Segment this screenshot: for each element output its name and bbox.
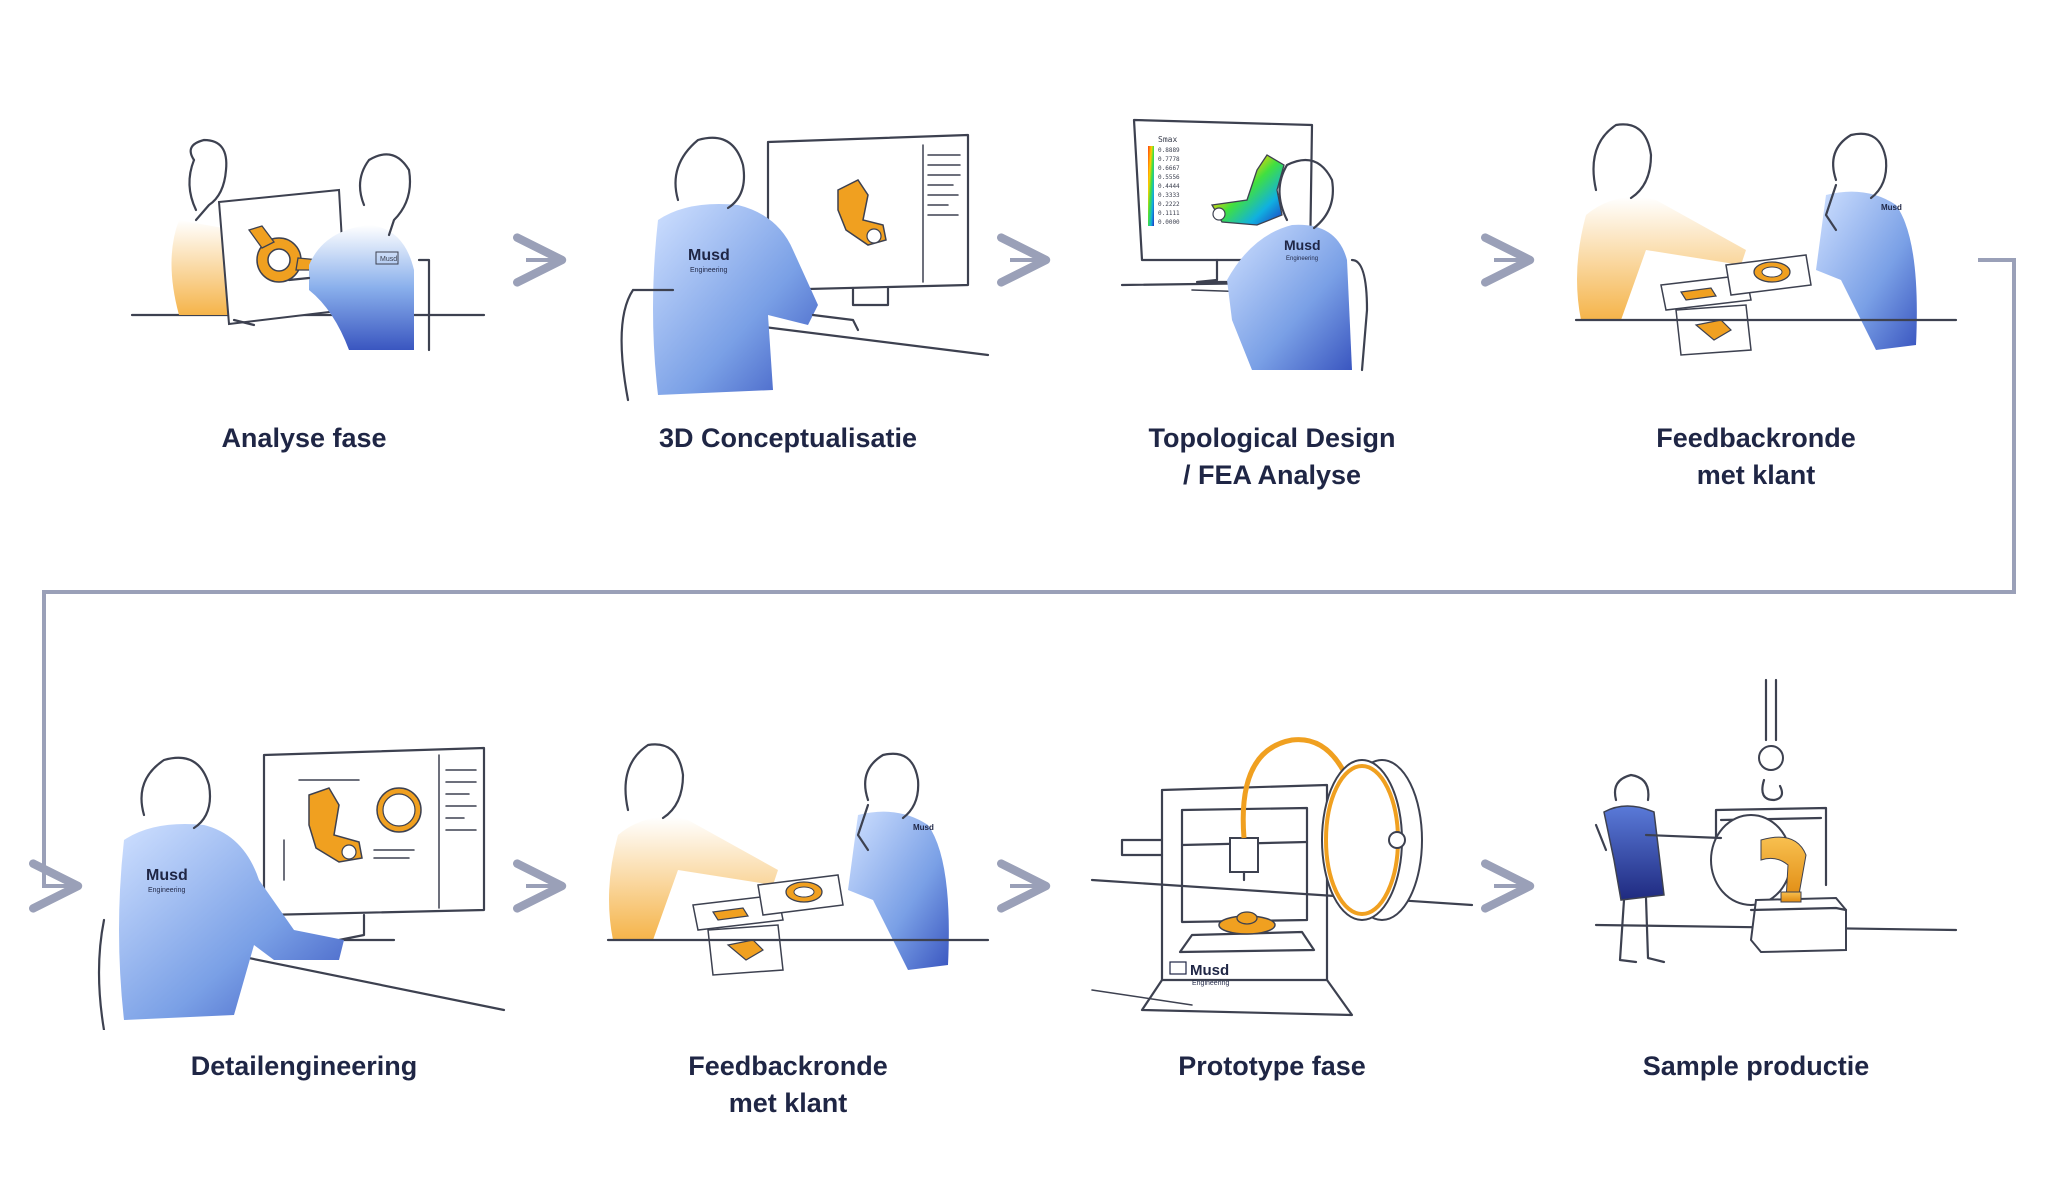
svg-text:Musd: Musd (146, 867, 188, 884)
orange-part-icon (308, 787, 422, 863)
step-label: 3D Conceptualisatie (568, 420, 1008, 457)
3d-printer-illustration: Musd Engineering (1090, 737, 1474, 1017)
brand-badge: Musd (1881, 203, 1902, 212)
step-feedback-1: Musd Feedbackronde met klant (1536, 110, 1976, 490)
step-title: Feedbackronde (1656, 423, 1856, 453)
step-label: Topological Design / FEA Analyse (1052, 420, 1492, 494)
step-concept: Musd Engineering 3D Conceptualisatie (568, 110, 1008, 490)
svg-text:Engineering: Engineering (690, 267, 727, 274)
step-analyse: Musd Analyse fase (84, 110, 524, 490)
svg-text:0.4444: 0.4444 (1158, 183, 1180, 190)
svg-text:0.6667: 0.6667 (1158, 165, 1180, 172)
step-detail: Musd Engineering Detailengineering (84, 730, 524, 1110)
fea-part-icon (1210, 154, 1285, 226)
fea-monitor-illustration: Smax 0.8889 0.7778 0.6667 0.5556 0.4444 … (1120, 118, 1369, 372)
svg-text:Musd: Musd (1284, 237, 1321, 253)
svg-text:Musd: Musd (380, 256, 397, 263)
svg-text:Engineering: Engineering (148, 887, 185, 894)
step-title: Detailengineering (190, 1051, 418, 1081)
step-title: Feedbackronde (688, 1051, 888, 1081)
orange-part-icon (1679, 261, 1791, 341)
step-label: Feedbackronde met klant (568, 1048, 1008, 1122)
engineering-workstation-illustration: Musd Engineering (97, 746, 506, 1030)
step-subtitle: met klant (728, 1088, 848, 1118)
brand-badge: Musd Engineering (688, 247, 730, 274)
step-feedback-2: Musd Feedbackronde met klant (568, 730, 1008, 1118)
svg-text:Musd: Musd (688, 247, 730, 264)
client-review-illustration: Musd (1574, 123, 1958, 356)
step-label: Analyse fase (84, 420, 524, 457)
metal-casting-illustration (1594, 678, 1958, 964)
step-label: Feedbackronde met klant (1536, 420, 1976, 494)
step-title: Prototype fase (1178, 1051, 1366, 1081)
client-review-illustration: Musd (606, 743, 990, 976)
svg-text:Engineering: Engineering (1192, 980, 1229, 987)
svg-text:0.0000: 0.0000 (1158, 219, 1180, 226)
brand-badge: Musd Engineering (1169, 961, 1229, 987)
meeting-illustration: Musd (130, 138, 486, 352)
brand-badge: Musd (375, 251, 399, 265)
step-topology: Smax 0.8889 0.7778 0.6667 0.5556 0.4444 … (1052, 110, 1492, 490)
svg-text:0.7778: 0.7778 (1158, 156, 1180, 163)
brand-badge: Musd (913, 823, 934, 832)
step-subtitle: / FEA Analyse (1182, 460, 1362, 490)
svg-text:Engineering: Engineering (1286, 256, 1318, 262)
svg-text:0.3333: 0.3333 (1158, 192, 1180, 199)
step-title: Topological Design (1148, 423, 1396, 453)
svg-text:0.2222: 0.2222 (1158, 201, 1180, 208)
brand-badge: Musd Engineering (146, 867, 188, 894)
step-sample: Sample productie (1536, 660, 1976, 1110)
orange-part-icon (1218, 911, 1276, 935)
step-label: Detailengineering (84, 1048, 524, 1085)
brand-badge: Musd Engineering (1284, 237, 1321, 262)
step-label: Prototype fase (1052, 1048, 1492, 1085)
step-title: Analyse fase (221, 423, 387, 453)
svg-text:Musd: Musd (1190, 962, 1229, 979)
step-subtitle: met klant (1696, 460, 1816, 490)
svg-text:0.5556: 0.5556 (1158, 174, 1180, 181)
svg-text:Musd: Musd (1881, 203, 1902, 212)
orange-part-icon (711, 881, 823, 961)
step-title: 3D Conceptualisatie (658, 423, 918, 453)
step-prototype: Musd Engineering Prototype fase (1052, 730, 1492, 1110)
svg-text:Smax: Smax (1158, 135, 1177, 144)
fea-legend: Smax 0.8889 0.7778 0.6667 0.5556 0.4444 … (1148, 135, 1180, 226)
svg-text:0.8889: 0.8889 (1158, 147, 1180, 154)
svg-text:0.1111: 0.1111 (1158, 210, 1180, 217)
step-label: Sample productie (1536, 1048, 1976, 1085)
orange-part-icon (837, 179, 887, 246)
svg-text:Musd: Musd (913, 823, 934, 832)
step-title: Sample productie (1642, 1051, 1870, 1081)
cad-workstation-illustration: Musd Engineering (620, 133, 990, 402)
